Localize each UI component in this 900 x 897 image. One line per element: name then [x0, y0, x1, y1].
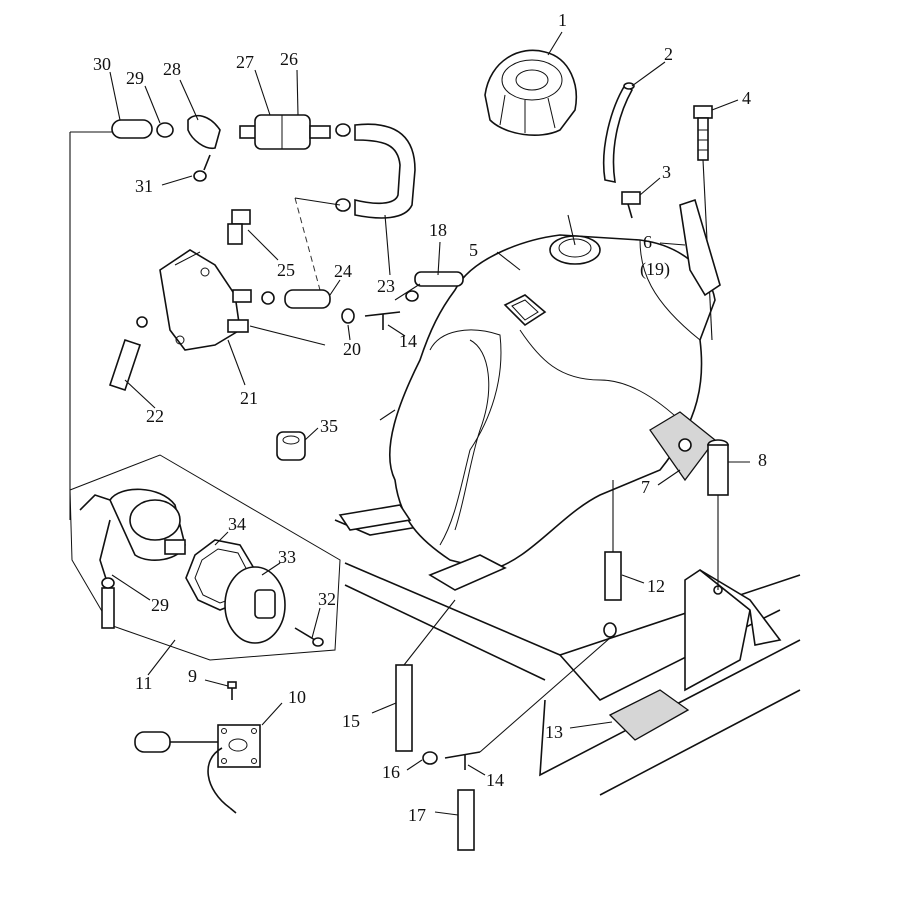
callout-13: 13 [545, 722, 563, 742]
t-fitting-14-upper [364, 311, 401, 330]
hose-23 [335, 123, 416, 219]
fuel-sender-10 [134, 724, 261, 814]
hose-30 [69, 119, 153, 520]
callout-34: 34 [228, 514, 246, 534]
callout-6: 6 [643, 232, 652, 252]
hose-17 [457, 789, 475, 851]
screw-31 [193, 154, 211, 182]
callout-35: 35 [320, 416, 338, 436]
callout-7: 7 [641, 477, 650, 497]
clip-20 [261, 291, 355, 324]
screw-32 [294, 627, 324, 647]
clamp-29-lower [101, 577, 115, 589]
callout-29-top: 29 [126, 68, 144, 88]
callout-8: 8 [758, 450, 767, 470]
callout-10: 10 [288, 687, 306, 707]
callout-25: 25 [277, 260, 295, 280]
fuel-cap-1 [484, 49, 577, 136]
callout-11: 11 [135, 673, 152, 693]
callout-28: 28 [163, 59, 181, 79]
callout-15: 15 [342, 711, 360, 731]
hose-15 [395, 599, 456, 752]
callout-20: 20 [343, 339, 361, 359]
callout-4: 4 [742, 88, 751, 108]
callout-21: 21 [240, 388, 258, 408]
clamp-filter-right [335, 123, 351, 137]
hose-24 [284, 289, 331, 309]
callout-24: 24 [334, 261, 352, 281]
screw-9 [227, 681, 237, 700]
callout-29-lower: 29 [151, 595, 169, 615]
bracket-6 [679, 198, 721, 297]
callout-22: 22 [146, 406, 164, 426]
callout-12: 12 [647, 576, 665, 596]
bracket-28 [187, 114, 221, 150]
clamp-16 [422, 751, 438, 765]
spacer-8 [707, 439, 729, 590]
callout-2: 2 [664, 44, 673, 64]
callout-32: 32 [318, 589, 336, 609]
fuel-tank-5 [338, 214, 716, 591]
breather-hose-2 [602, 82, 635, 184]
hose-18 [405, 271, 464, 302]
banjo-bolt-25 [227, 209, 251, 245]
fuel-valve-21 [159, 249, 326, 351]
callout-30: 30 [93, 54, 111, 74]
clamp-upper-right [479, 622, 617, 753]
hose-12 [604, 480, 622, 601]
callout-18: 18 [429, 220, 447, 240]
bushing-35 [276, 431, 306, 461]
t-fitting-14-lower [444, 751, 481, 770]
pump-group-outline-11 [69, 454, 341, 661]
callout-14-lower: 14 [486, 770, 504, 790]
pump-cover-33 [224, 566, 286, 644]
fuel-filter-27-26 [239, 114, 331, 150]
frame-bracket [684, 569, 782, 692]
callout-23: 23 [377, 276, 395, 296]
callout-3: 3 [662, 162, 671, 182]
callout-33: 33 [278, 547, 296, 567]
clamp-29-top [156, 122, 174, 138]
frame-pad-13 [608, 689, 690, 741]
callout-1: 1 [558, 10, 567, 30]
hose-fitting-3 [621, 191, 641, 219]
callout-9: 9 [188, 666, 197, 686]
callout-27: 27 [236, 52, 254, 72]
callout-labels: 1 2 3 4 5 6 (19) 7 8 9 10 11 12 13 14 14… [93, 10, 767, 825]
callout-26: 26 [280, 49, 298, 69]
callout-19: (19) [640, 259, 670, 280]
fuel-pump-assembly [79, 488, 186, 629]
leader-lines [109, 31, 750, 816]
callout-16: 16 [382, 762, 400, 782]
callout-5: 5 [469, 240, 478, 260]
callout-14-upper: 14 [399, 331, 417, 351]
callout-31: 31 [135, 176, 153, 196]
callout-17: 17 [408, 805, 426, 825]
hose-22 [108, 316, 148, 392]
